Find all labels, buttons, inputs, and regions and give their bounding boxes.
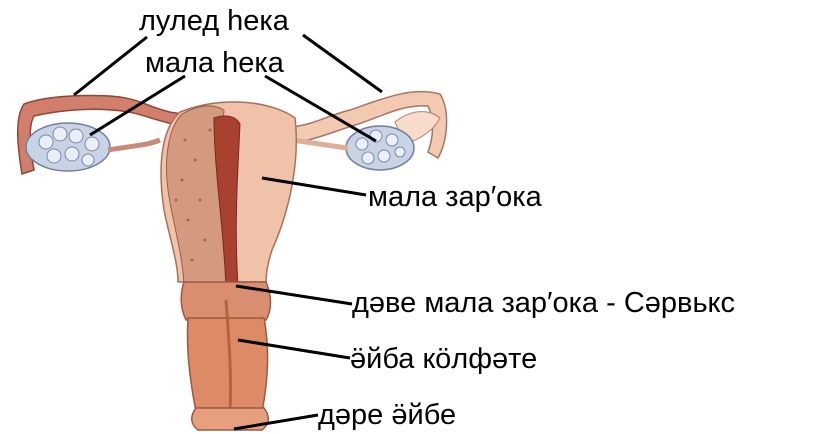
leader-line-fallopian-tube-left [74, 37, 147, 95]
label-vagina: ӛйба кӧлфәте [350, 342, 537, 376]
label-fallopian-tube: лулед һека [139, 4, 289, 38]
label-ovary: мала һека [145, 46, 284, 80]
label-uterus: мала зар′ока [368, 180, 542, 214]
leader-line-fallopian-tube-right [303, 35, 382, 92]
label-cervix: дәве мала зар′ока - Сәрвькс [352, 286, 735, 320]
label-vaginal-opening: дәре ӛйбе [318, 398, 456, 432]
